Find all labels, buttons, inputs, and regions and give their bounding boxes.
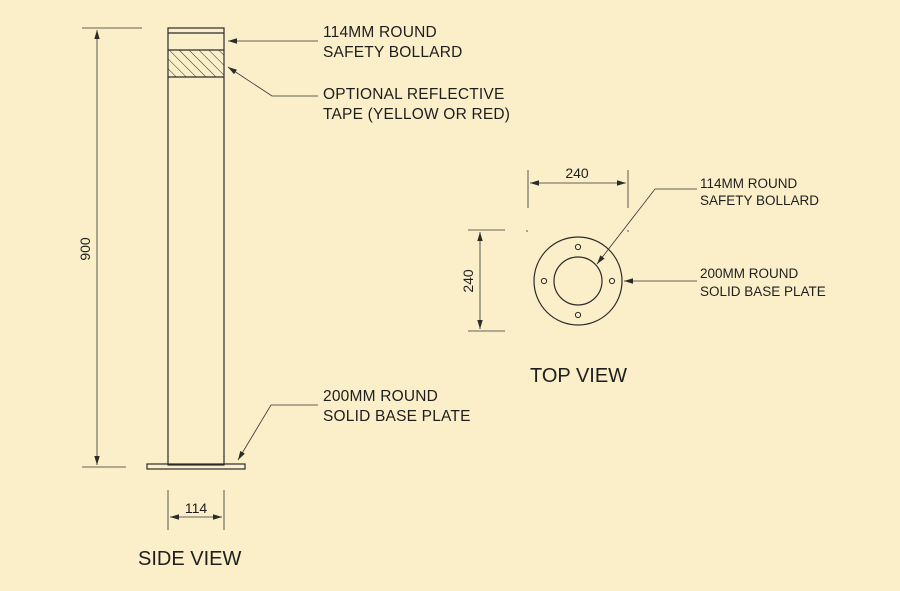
callout-side-bollard-line2: SAFETY BOLLARD	[323, 44, 462, 61]
callout-top-base-line2: SOLID BASE PLATE	[700, 284, 826, 299]
width-dimension-label: 114	[185, 500, 208, 516]
callout-side-base-line2: SOLID BASE PLATE	[323, 408, 471, 425]
callout-side-bollard-line1: 114MM ROUND	[323, 24, 437, 41]
reflective-tape-band	[168, 49, 224, 78]
height-dimension-label: 900	[77, 237, 93, 261]
top-width-dimension: 240	[527, 165, 629, 208]
top-height-dimension-label: 240	[460, 269, 476, 293]
top-base-plate	[533, 236, 623, 326]
callout-tape-line1: OPTIONAL REFLECTIVE	[323, 86, 505, 103]
callout-side-bollard: 114MM ROUND SAFETY BOLLARD	[228, 24, 462, 61]
bolt-hole-bottom	[574, 311, 582, 319]
top-height-dimension: 240	[460, 229, 505, 332]
callout-side-base-line1: 200MM ROUND	[323, 388, 438, 405]
bolt-hole-top	[574, 243, 582, 251]
side-view: 900 114 114MM ROUND SAFETY BOLLARD OPTIO…	[77, 24, 510, 570]
top-view: 240 240 114MM ROUND SAFETY BOLLARD 200MM…	[460, 165, 826, 387]
callout-top-base: 200MM ROUND SOLID BASE PLATE	[624, 266, 826, 299]
top-view-title: TOP VIEW	[530, 365, 627, 387]
bollard-body	[167, 27, 225, 466]
callout-side-base: 200MM ROUND SOLID BASE PLATE	[237, 388, 471, 461]
callout-top-base-line1: 200MM ROUND	[700, 266, 799, 281]
bolt-hole-right	[608, 277, 616, 285]
side-view-title: SIDE VIEW	[138, 548, 241, 570]
callout-top-bollard: 114MM ROUND SAFETY BOLLARD	[596, 176, 819, 265]
callout-top-bollard-line1: 114MM ROUND	[700, 176, 798, 191]
base-plate	[146, 463, 246, 470]
callout-tape-line2: TAPE (YELLOW OR RED)	[323, 106, 510, 123]
width-dimension: 114	[167, 490, 225, 530]
height-dimension: 900	[77, 27, 142, 468]
callout-top-bollard-line2: SAFETY BOLLARD	[700, 193, 819, 208]
callout-tape: OPTIONAL REFLECTIVE TAPE (YELLOW OR RED)	[227, 66, 510, 123]
top-bollard-tube	[553, 256, 603, 306]
bolt-hole-left	[540, 277, 548, 285]
top-width-dimension-label: 240	[565, 165, 589, 181]
